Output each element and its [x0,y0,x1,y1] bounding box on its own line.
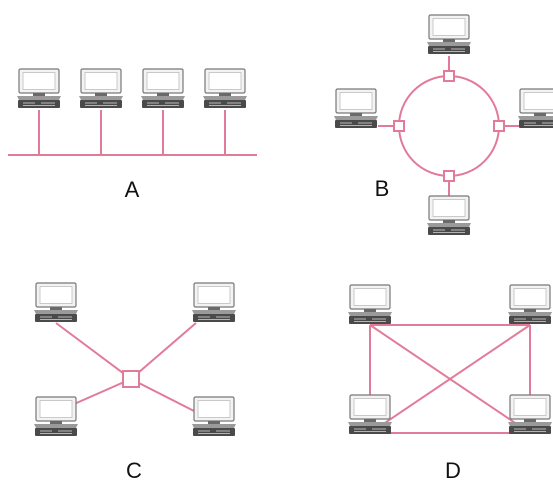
star-hub [122,370,140,388]
computer-icon [347,284,393,325]
computer-icon [191,282,237,323]
star-link [130,322,197,380]
computer-icon [333,88,379,129]
ring-topology-panel: B [333,14,553,236]
computer-icon [426,195,472,236]
ring-connector [443,170,455,182]
computer-icon [191,396,237,437]
panel-label-c: C [126,458,142,483]
panel-label-b: B [375,176,390,201]
star-link [130,378,197,413]
computer-icon [33,396,79,437]
star-topology-panel: C [33,282,237,483]
computer-icon [426,14,472,55]
ring-connector [393,120,405,132]
computer-icon [347,394,393,435]
computer-icon [517,88,553,129]
computer-icon [16,68,62,109]
computer-icon [507,394,553,435]
mesh-topology-panel: D [347,284,553,483]
computer-icon [78,68,124,109]
computer-icon [33,282,79,323]
computer-icon [507,284,553,325]
bus-topology-panel: A [8,68,257,202]
panel-label-d: D [445,458,461,483]
panel-label-a: A [125,177,140,202]
ring-cable [398,75,500,177]
ring-connector [493,120,505,132]
computer-icon [140,68,186,109]
ring-connector [443,70,455,82]
star-link [55,322,132,380]
computer-icon [202,68,248,109]
mesh-link [369,324,531,434]
